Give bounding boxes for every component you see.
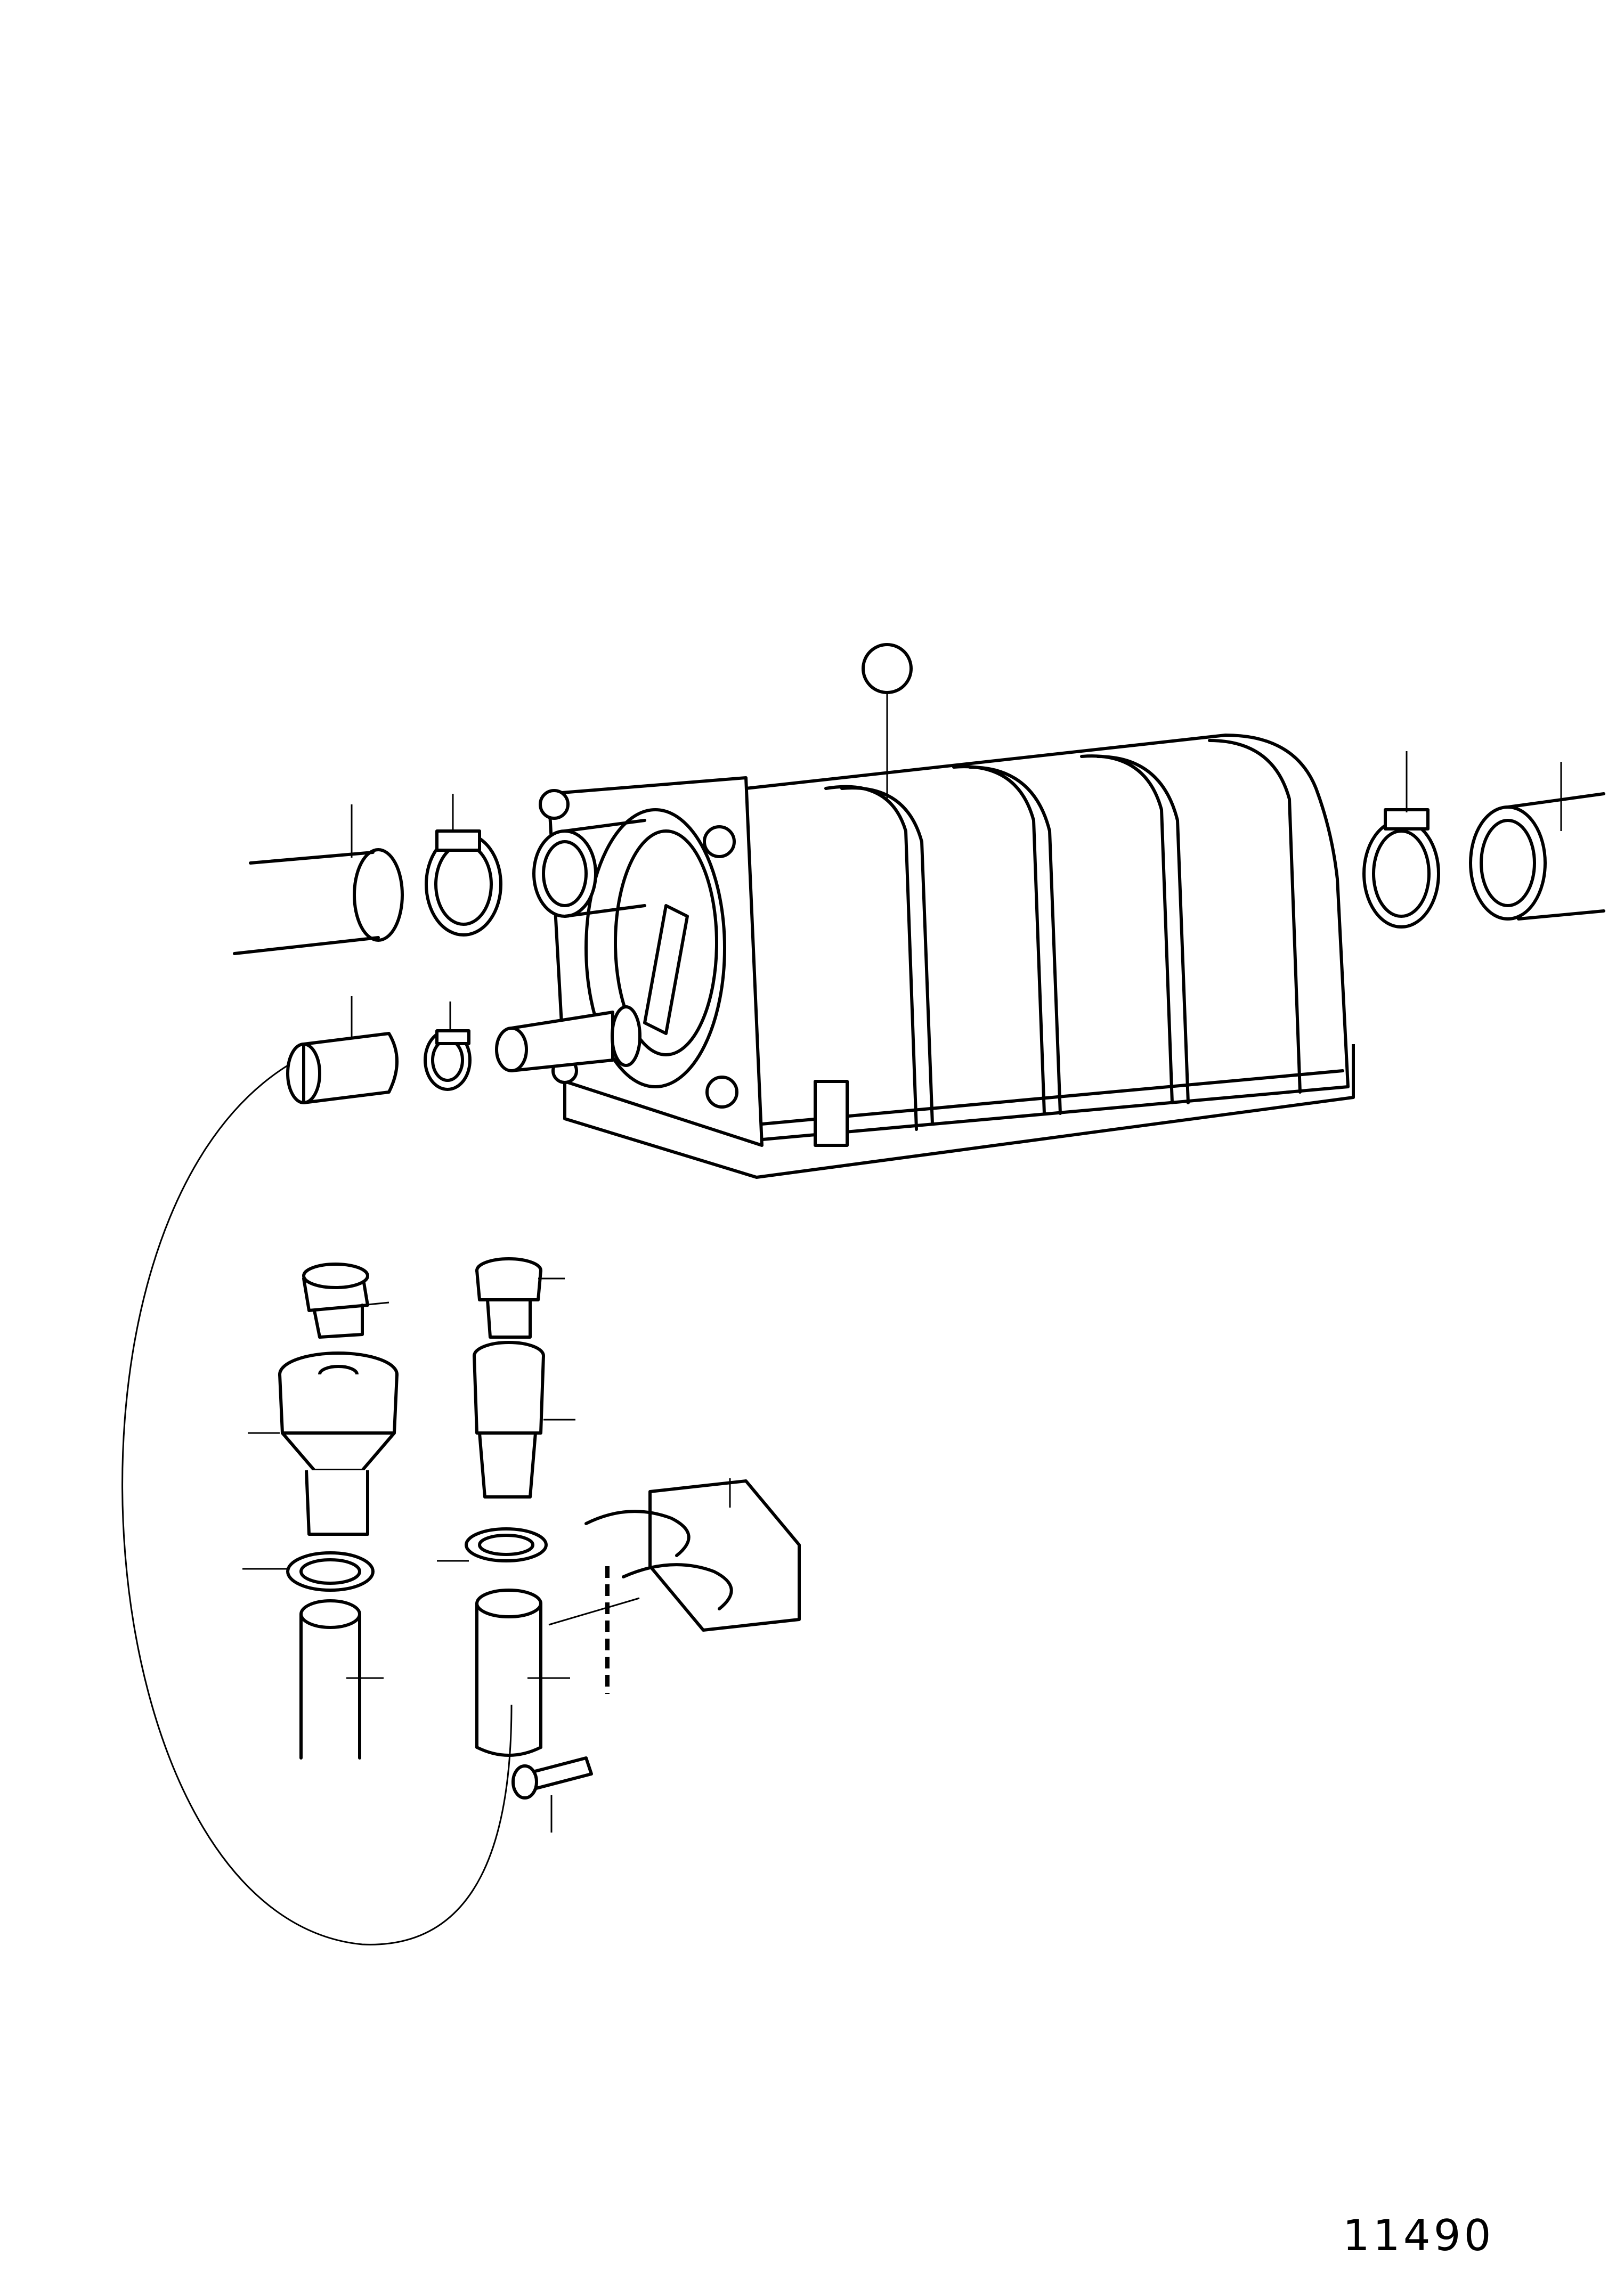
drain-plug-right xyxy=(475,1257,565,1339)
drain-hose-right xyxy=(475,1589,570,1757)
drain-plug-left xyxy=(302,1263,389,1339)
heat-exchanger-assembly xyxy=(495,734,1355,1179)
hose-clamp-lower-left xyxy=(242,1551,375,1592)
small-hose-clamp xyxy=(424,1002,472,1091)
drain-hose-left xyxy=(299,1599,384,1760)
figure-number: 11490 xyxy=(1343,2211,1495,2260)
hose-clamp-right xyxy=(1362,751,1440,929)
small-hose xyxy=(286,996,399,1104)
large-hose-left xyxy=(233,804,404,955)
hose-clamp-left xyxy=(425,794,502,937)
large-hose-right xyxy=(1469,762,1605,921)
drain-valve-body-left xyxy=(248,1351,399,1536)
mounting-screw xyxy=(511,1756,593,1833)
drain-adapter-right xyxy=(473,1341,575,1499)
hose-holder-bracket xyxy=(584,1478,801,1632)
callout-circle xyxy=(862,643,913,694)
hose-clamp-lower-right xyxy=(437,1527,548,1562)
hose-routing-line xyxy=(121,1064,513,1945)
